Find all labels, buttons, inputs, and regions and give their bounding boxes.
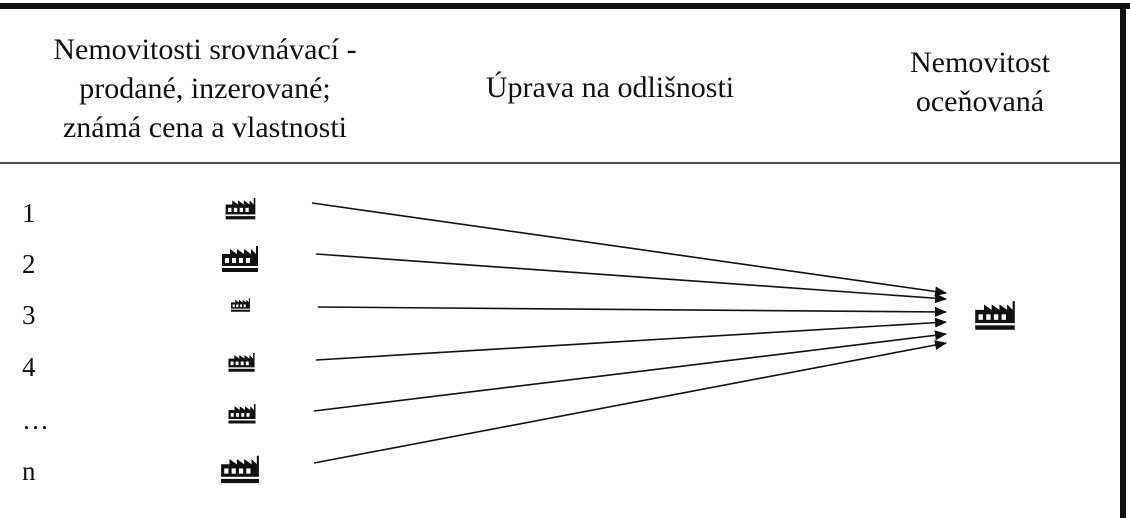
factory-icon [224,197,257,222]
arrow-5 [313,330,947,412]
row-label-ellipsis: … [22,405,49,435]
factory-icon [219,454,261,487]
factory-icon [973,300,1017,333]
factory-icon [230,297,251,314]
arrow-6 [313,340,947,464]
header-right-line-1: Nemovitost [910,46,1050,79]
header-valued-property: Nemovitost oceňovaná [880,43,1080,121]
row-label-1: 1 [22,198,36,228]
arrow-4 [315,317,947,361]
arrow-1 [311,202,947,297]
factory-icon [220,245,260,275]
header-left-line-2: prodané, inzerované; [79,72,331,105]
arrow-3 [317,306,947,317]
header-comparable-properties: Nemovitosti srovnávací - prodané, inzero… [10,30,400,147]
arrow-2 [315,253,947,304]
arrow-group [311,202,947,464]
header-left-line-3: známá cena a vlastnosti [62,111,348,144]
row-label-3: 3 [22,300,36,330]
header-adjustment: Úprava na odlišnosti [440,68,780,107]
header-left-line-1: Nemovitosti srovnávací - [53,33,357,66]
row-label-2: 2 [22,249,36,279]
row-label-4: 4 [22,352,36,382]
row-label-n: n [22,456,36,486]
factory-icon [227,352,256,374]
factory-icon [227,403,257,426]
header-right-line-2: oceňovaná [915,85,1045,118]
header-middle-text: Úprava na odlišnosti [485,71,735,104]
